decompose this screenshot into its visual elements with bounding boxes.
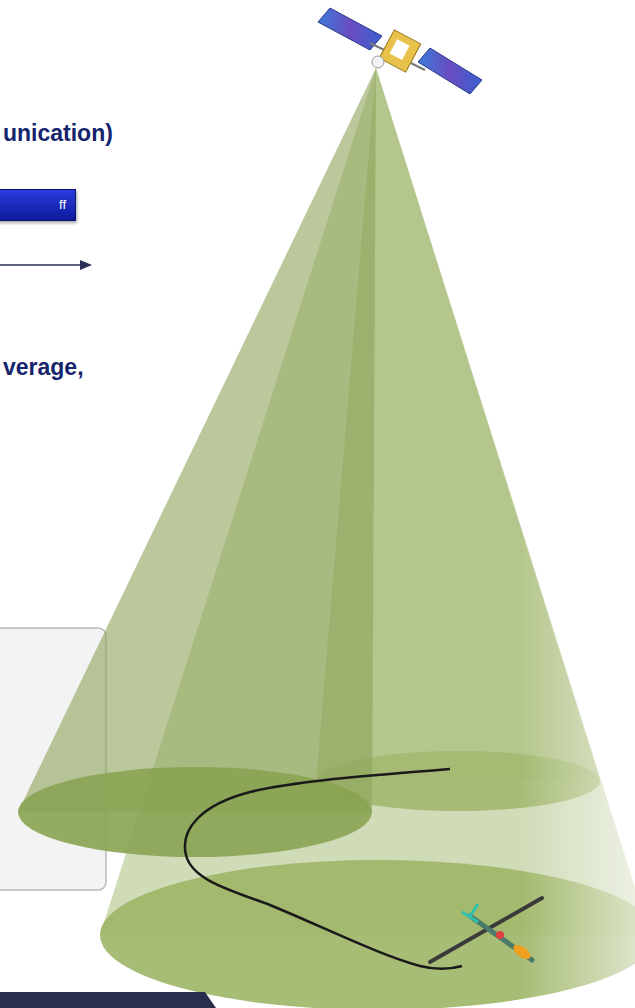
flight-path: [185, 769, 462, 969]
arrow-line: [0, 264, 84, 266]
text-fragment: verage,: [3, 354, 84, 381]
beam-cone: [18, 68, 376, 812]
beam-cones: [18, 68, 635, 1008]
aircraft: [430, 898, 542, 962]
arrow-head: [80, 260, 92, 270]
heading-fragment: unication): [3, 120, 113, 147]
satellite: [318, 8, 482, 94]
tab-button: ff: [0, 189, 76, 221]
button-label: ff: [59, 197, 66, 212]
footer-bar: [0, 992, 216, 1008]
